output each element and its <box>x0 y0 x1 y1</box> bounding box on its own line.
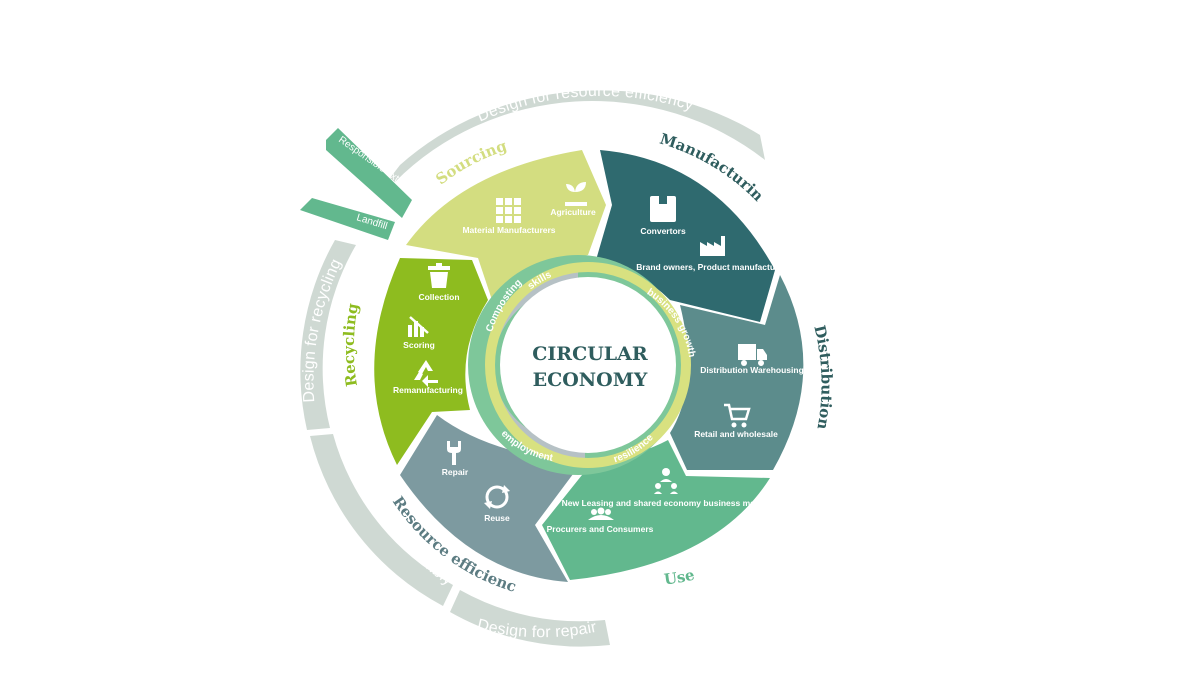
recycling-segment <box>374 258 488 465</box>
inner-ring-yellow <box>485 262 691 468</box>
distribution-item-1: Distribution Warehousing <box>700 365 804 375</box>
sourcing-item-1: Material Manufacturers <box>462 225 555 235</box>
truck-icon <box>738 344 767 366</box>
use-title: Use <box>663 566 696 589</box>
bin-icon <box>428 263 450 288</box>
recycling-item-1: Collection <box>418 292 459 302</box>
distribution-title: Distribution <box>810 323 835 430</box>
outer-ring-left-upper <box>300 240 356 430</box>
extraction-arrow <box>326 128 412 218</box>
landfill-arrow <box>300 198 395 240</box>
recycling-item-2: Scoring <box>403 340 435 350</box>
resource-efficiency-item-1: Repair <box>442 467 469 477</box>
chart-down-icon <box>408 316 429 337</box>
outer-ring-top <box>390 90 765 182</box>
distribution-segment <box>670 275 804 470</box>
outer-ring-bottom <box>450 590 610 647</box>
outer-ring-left-lower <box>310 434 453 606</box>
people-icon <box>654 468 678 494</box>
factory-icon <box>700 236 725 256</box>
group-icon <box>588 507 614 520</box>
manufacturing-segment <box>596 150 775 322</box>
grid-icon <box>496 198 521 223</box>
manufacturing-item-2: Brand owners, Product manufactures <box>636 262 788 272</box>
center-title-line2: ECONOMY <box>533 369 648 391</box>
plant-icon <box>565 182 587 206</box>
wrench-icon <box>447 441 461 465</box>
recycling-title: Recycling <box>340 301 362 387</box>
use-item-1: New Leasing and shared economy business … <box>562 498 773 508</box>
use-segment <box>542 440 770 580</box>
recycling-item-3: Remanufacturing <box>393 385 463 395</box>
outer-ring-top-label: Design for resource efficiency <box>475 83 696 125</box>
manufacturing-item-1: Convertors <box>640 226 686 236</box>
use-item-2: Procurers and Consumers <box>547 524 654 534</box>
reuse-icon <box>484 485 510 509</box>
sourcing-item-2: Agriculture <box>550 207 596 217</box>
box-icon <box>650 196 676 222</box>
resource-efficiency-item-2: Reuse <box>484 513 510 523</box>
center-disc <box>500 277 676 453</box>
distribution-item-2: Retail and wholesale <box>694 429 778 439</box>
recycle-icon <box>414 360 438 387</box>
center-title-line1: CIRCULAR <box>532 343 648 365</box>
cart-icon <box>724 403 751 428</box>
